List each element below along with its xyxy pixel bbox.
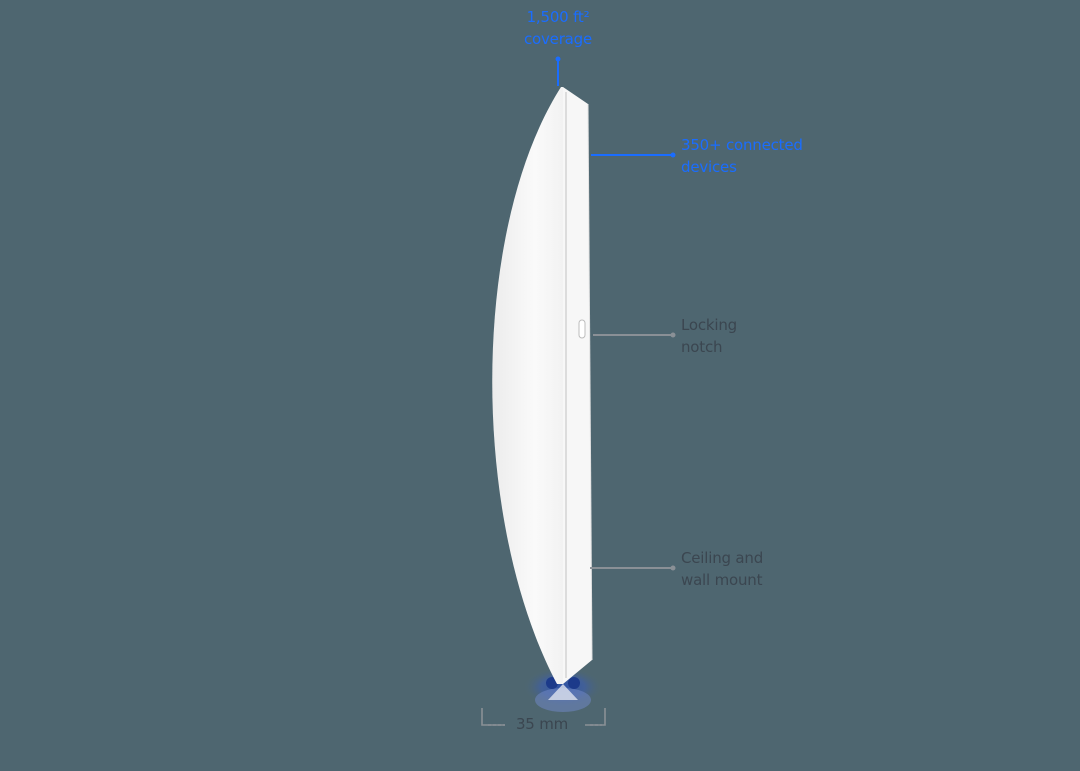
devices-line1: 350+ connected — [681, 136, 803, 154]
coverage-pointer — [555, 56, 561, 86]
locking-line2: notch — [681, 338, 723, 356]
mount-line2: wall mount — [681, 571, 763, 589]
led-glow — [523, 667, 603, 712]
dimension-bracket — [481, 708, 606, 726]
coverage-label: 1,500 ft² coverage — [500, 6, 616, 50]
locking-line1: Locking — [681, 316, 737, 334]
devices-pointer — [591, 152, 676, 158]
coverage-line2: coverage — [523, 30, 593, 48]
device-backplate — [563, 87, 592, 684]
coverage-line1: 1,500 ft² — [526, 8, 590, 26]
mount-pointer — [590, 565, 676, 571]
locking-pointer — [593, 332, 676, 338]
locking-label: Locking notch — [681, 314, 737, 358]
mount-line1: Ceiling and — [681, 549, 764, 567]
dimension-label: 35 mm — [515, 715, 569, 733]
mount-label: Ceiling and wall mount — [681, 547, 763, 591]
locking-notch-icon — [578, 319, 586, 339]
devices-line2: devices — [681, 158, 737, 176]
device-dome — [492, 87, 563, 684]
devices-label: 350+ connected devices — [681, 134, 803, 178]
